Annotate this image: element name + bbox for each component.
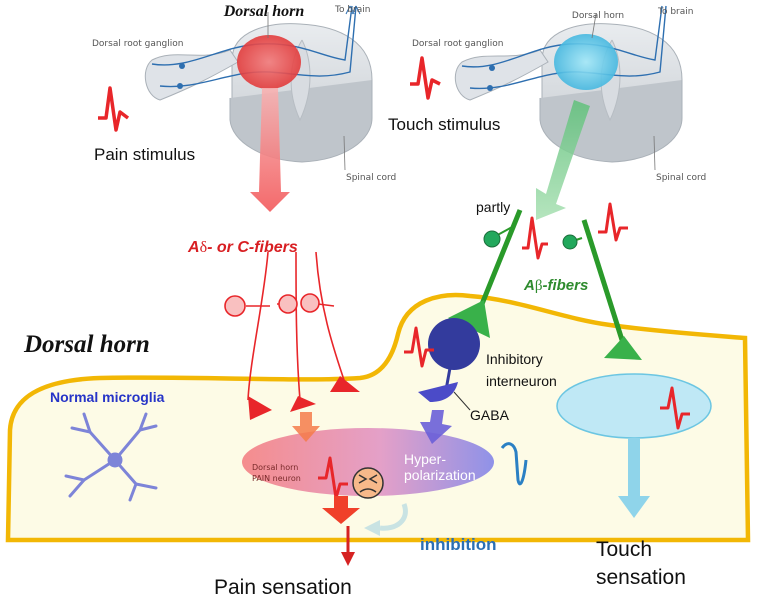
pain-neuron-label-line1: Dorsal horn <box>252 463 298 472</box>
panel-right-to-brain: To brain <box>657 7 693 17</box>
touch-neuron-spike-icon <box>660 386 690 430</box>
inhibition-label: inhibition <box>420 535 496 554</box>
interneuron-label-line2: interneuron <box>486 373 557 389</box>
panel-left-to-brain: To brain <box>334 5 370 15</box>
touch-output-shaft <box>628 438 640 498</box>
dorsal-horn-highlight-red <box>237 35 301 89</box>
dorsal-horn-region <box>5 292 751 543</box>
touch-stimulus-icon <box>410 56 441 100</box>
pain-fibers <box>224 251 345 401</box>
pain-neuron <box>242 428 494 496</box>
hyperpolarization-label-line2: polarization <box>404 467 476 483</box>
pain-stimulus-icon <box>98 86 130 132</box>
touch-fiber-bulb-right <box>562 234 578 250</box>
partly-label: partly <box>476 199 510 215</box>
touch-fiber-bulb-left <box>483 230 501 248</box>
panel-right-ganglion-label: Dorsal root ganglion <box>412 39 503 49</box>
panel-left-ganglion-label: Dorsal root ganglion <box>92 39 183 49</box>
panel-right-spinal-cord: Spinal cord <box>656 173 706 183</box>
gaba-label: GABA <box>470 407 510 423</box>
panel-left-spinal-cord: Spinal cord <box>346 173 396 183</box>
touch-stimulus-label: Touch stimulus <box>388 115 500 134</box>
inhibition-curve-arrow <box>379 503 408 531</box>
inhibitory-interneuron <box>428 318 480 370</box>
dorsal-horn-title: Dorsal horn <box>23 331 150 358</box>
pain-synapse-terminals <box>248 376 360 420</box>
dorsal-horn-highlight-blue <box>554 34 618 90</box>
panel-left-title: Dorsal horn <box>223 3 305 20</box>
touch-spike-left <box>522 216 548 260</box>
touch-spike-right <box>598 202 628 242</box>
microglia-label: Normal microglia <box>50 389 165 405</box>
sad-face-icon <box>352 467 384 499</box>
hyperpolarization-label-line1: Hyper- <box>404 451 446 467</box>
pain-sensation-label: Pain sensation <box>214 576 352 599</box>
neuron-spike-icon <box>318 456 348 500</box>
microglia-icon <box>64 412 158 502</box>
pain-stimulus-label: Pain stimulus <box>94 145 195 164</box>
pain-inner-arrow <box>292 412 320 442</box>
touch-terminal-right <box>604 336 642 360</box>
pain-descending-arrow <box>250 88 290 212</box>
gaba-terminal <box>418 382 458 402</box>
hyperpolarization-wave-icon <box>500 442 528 486</box>
touch-neuron <box>556 373 712 439</box>
touch-fibers-label: Aβ-fibers <box>523 277 588 294</box>
touch-sensation-label-line2: sensation <box>596 566 686 589</box>
inhibit-inner-arrow <box>420 410 452 444</box>
touch-output-arrow <box>618 496 650 518</box>
dorsal-root-ganglion-left <box>144 49 239 101</box>
pain-output-arrow <box>322 496 360 524</box>
interneuron-spike-icon <box>404 326 434 368</box>
touch-descending-arrow <box>536 100 590 220</box>
touch-sensation-label-line1: Touch <box>596 538 652 561</box>
pain-sensation-arrow <box>341 552 355 566</box>
pain-neuron-label-line2: PAIN neuron <box>252 474 301 483</box>
touch-terminal-left <box>448 300 490 338</box>
panel-right-title: Dorsal horn <box>572 11 624 21</box>
interneuron-label-line1: Inhibitory <box>486 351 543 367</box>
pain-fibers-label: Aδ- or C-fibers <box>187 239 298 256</box>
